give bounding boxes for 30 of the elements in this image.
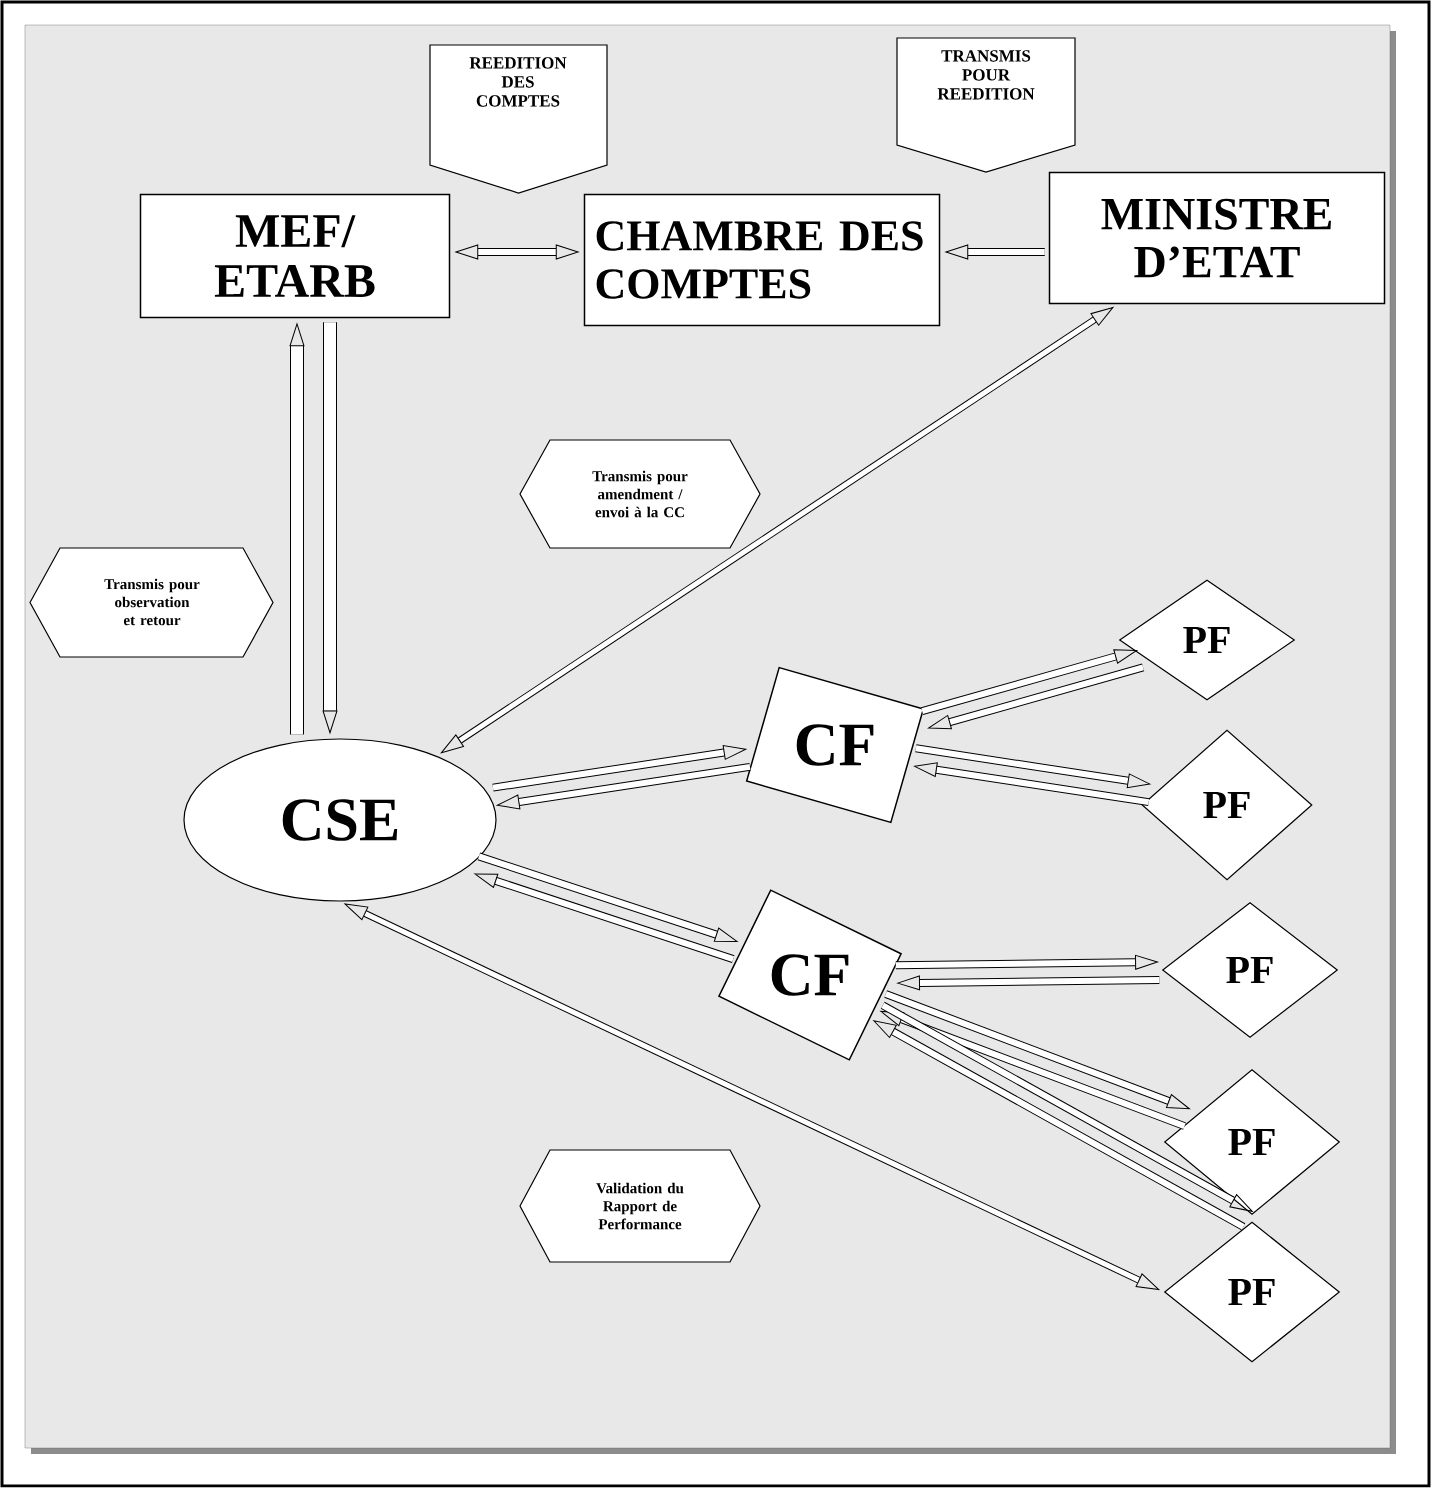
block-arrow xyxy=(496,762,751,810)
block-arrow xyxy=(455,244,579,260)
block-arrow xyxy=(928,663,1145,730)
rectangle-box: MINISTRE D’ETAT xyxy=(1048,171,1386,305)
hexagon-callout: Validation du Rapport de Performance xyxy=(519,1149,761,1263)
block-arrow xyxy=(915,744,1151,789)
block-arrow xyxy=(945,244,1045,260)
block-arrow xyxy=(921,649,1138,715)
diamond-node: PF xyxy=(1141,729,1313,881)
block-arrow xyxy=(914,762,1150,807)
hexagon-callout: Transmis pour amendment / envoi à la CC xyxy=(519,439,761,549)
block-arrow xyxy=(441,306,1114,754)
pentagon-callout: TRANSMIS POUR REEDITION xyxy=(896,37,1076,173)
block-arrow xyxy=(880,1010,1186,1130)
block-arrow xyxy=(880,1001,1253,1212)
block-arrow xyxy=(492,745,747,792)
rectangle-box: MEF/ ETARB xyxy=(139,193,451,319)
rectangle-box: CHAMBRE DES COMPTES xyxy=(583,193,941,327)
block-arrow xyxy=(344,903,1160,1291)
pentagon-callout: REEDITION DES COMPTES xyxy=(429,44,608,194)
block-arrow xyxy=(873,1020,1246,1231)
block-arrow xyxy=(884,990,1190,1110)
ellipse-node: CSE xyxy=(183,738,497,902)
block-arrow xyxy=(897,975,1160,991)
block-arrow xyxy=(477,852,738,943)
block-arrow xyxy=(474,873,735,963)
block-arrow xyxy=(322,322,338,734)
hexagon-callout: Transmis pour observation et retour xyxy=(29,547,274,658)
block-arrow xyxy=(895,954,1158,970)
block-arrow xyxy=(289,323,305,735)
